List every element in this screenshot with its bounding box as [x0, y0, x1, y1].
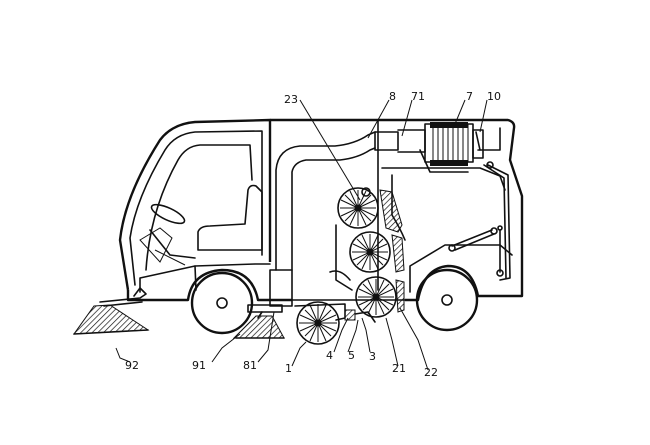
cab — [118, 118, 272, 291]
brush-21 — [355, 276, 397, 318]
label-1: 1 — [285, 362, 292, 375]
label-23: 23 — [284, 93, 298, 106]
fan-motor — [419, 122, 484, 173]
label-7: 7 — [466, 90, 473, 103]
label-10: 10 — [487, 90, 501, 103]
brush-middle — [349, 231, 391, 273]
label-5: 5 — [348, 349, 355, 362]
driver-seat — [197, 184, 263, 251]
brush-23 — [337, 187, 379, 229]
rear-wheel — [415, 268, 479, 332]
side-brush-92 — [72, 287, 150, 335]
label-4: 4 — [326, 349, 333, 362]
label-81: 81 — [243, 359, 257, 372]
reference-labels: 23 8 71 7 10 92 91 81 1 4 5 3 21 22 — [125, 90, 501, 379]
main-roller-brush — [296, 301, 340, 345]
steering-wheel — [150, 203, 186, 225]
label-91: 91 — [192, 359, 206, 372]
label-22: 22 — [424, 366, 438, 379]
chassis — [126, 244, 524, 302]
brush-housing — [329, 189, 405, 313]
front-wheel — [190, 271, 254, 335]
label-3: 3 — [369, 350, 376, 363]
label-8: 8 — [389, 90, 396, 103]
label-21: 21 — [392, 362, 406, 375]
motor-fins — [432, 124, 469, 162]
side-brush-91 — [232, 269, 293, 339]
pickup-plates — [291, 299, 406, 323]
label-92: 92 — [125, 359, 139, 372]
hydraulic-cylinder — [451, 229, 493, 247]
leader-lines — [115, 99, 488, 371]
label-71: 71 — [411, 90, 425, 103]
